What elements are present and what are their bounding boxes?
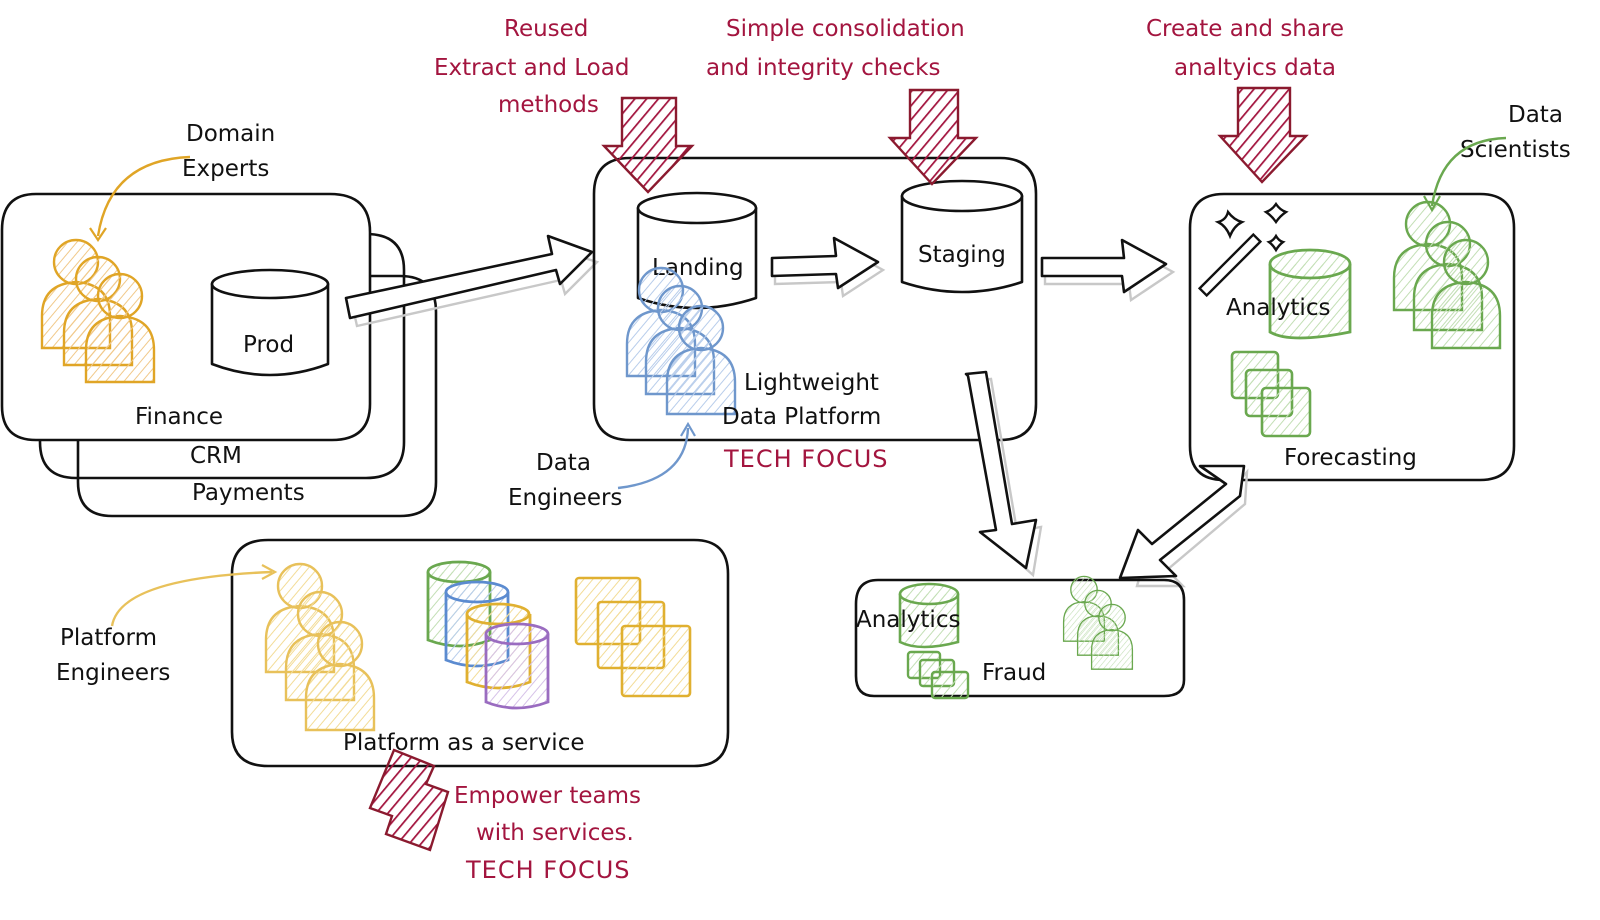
fraud-domain: Analytics Fraud — [854, 575, 1186, 700]
forecasting-analytics-database-icon — [1268, 248, 1352, 340]
staging-database-icon — [900, 179, 1024, 294]
service-documents-icon — [574, 576, 692, 698]
reused-el-down-arrow — [601, 96, 695, 194]
platform-box[interactable] — [592, 156, 1038, 442]
create-share-note-line2: analtyics data — [1174, 55, 1336, 81]
paas-label: Platform as a service — [343, 730, 585, 756]
platform-title-line1: Lightweight — [744, 370, 879, 396]
landing-to-staging-arrow — [770, 236, 886, 299]
create-share-note-line1: Create and share — [1146, 16, 1344, 42]
paas-box[interactable] — [230, 538, 730, 768]
platform-engineers-label-line2: Engineers — [56, 660, 170, 686]
finance-label: Finance — [135, 404, 223, 430]
fraud-label: Fraud — [982, 660, 1046, 686]
reused-el-note-line3: methods — [498, 92, 599, 118]
data-scientists-pointer-arrow — [1430, 136, 1507, 207]
forecasting-domain: Analytics Forecasting — [1188, 192, 1516, 482]
fraud-box[interactable] — [854, 578, 1186, 698]
empower-up-arrow — [368, 748, 450, 852]
crm-label: CRM — [190, 443, 242, 469]
consolidation-note-line2: and integrity checks — [706, 55, 940, 81]
fraud-people-icon — [1062, 575, 1134, 670]
empower-tech-focus-label: TECH FOCUS — [465, 856, 631, 884]
payments-label: Payments — [192, 480, 305, 506]
fraud-documents-icon — [906, 650, 970, 700]
fraud-analytics-database-icon — [898, 582, 960, 649]
data-scientists-label-line2: Scientists — [1460, 137, 1571, 163]
sources-to-platform-arrow — [344, 234, 600, 328]
platform-engineers-label-line1: Platform — [60, 625, 157, 651]
prod-database-icon — [210, 268, 330, 377]
reused-el-note-line2: Extract and Load — [434, 55, 629, 81]
database-stack-icon — [426, 560, 550, 710]
data-scientists-label-line1: Data — [1508, 102, 1563, 128]
staging-label: Staging — [918, 242, 1006, 268]
platform-to-fraud-arrow — [964, 370, 1043, 578]
create-share-down-arrow — [1217, 86, 1309, 184]
platform-title-line2: Data Platform — [722, 404, 881, 430]
source-domain-stack: Finance CRM Payments Prod — [0, 192, 438, 518]
forecasting-documents-icon — [1230, 350, 1312, 438]
consolidation-note-line1: Simple consolidation — [726, 16, 965, 42]
magic-wand-icon — [1197, 201, 1289, 298]
domain-experts-pointer-arrow — [96, 155, 191, 237]
empower-note-line2: with services. — [476, 820, 634, 846]
platform-engineers-people-icon — [264, 562, 376, 732]
platform-tech-focus-label: TECH FOCUS — [723, 445, 889, 473]
reused-el-note-line1: Reused — [504, 16, 588, 42]
forecasting-box[interactable] — [1188, 192, 1516, 482]
data-scientists-people-icon — [1392, 200, 1502, 350]
consolidation-down-arrow — [887, 88, 979, 186]
forecasting-to-fraud-arrow — [1118, 464, 1249, 588]
platform-engineers-pointer-arrow — [110, 570, 273, 627]
forecasting-analytics-label: Analytics — [1226, 295, 1330, 321]
domain-experts-label-line1: Domain — [186, 121, 275, 147]
forecasting-label: Forecasting — [1284, 445, 1417, 471]
prod-label: Prod — [243, 332, 294, 358]
data-engineers-pointer-arrow — [617, 427, 690, 490]
data-engineers-label-line2: Engineers — [508, 485, 622, 511]
domain-experts-label-line2: Experts — [182, 156, 269, 182]
fraud-analytics-label: Analytics — [856, 607, 960, 633]
data-engineers-label-line1: Data — [536, 450, 591, 476]
platform-to-forecasting-arrow — [1040, 238, 1176, 303]
lightweight-data-platform: Landing Staging Lightweight Data Platfor… — [592, 156, 1038, 442]
empower-note-line1: Empower teams — [454, 783, 641, 809]
platform-as-a-service: Platform as a service — [230, 538, 730, 768]
